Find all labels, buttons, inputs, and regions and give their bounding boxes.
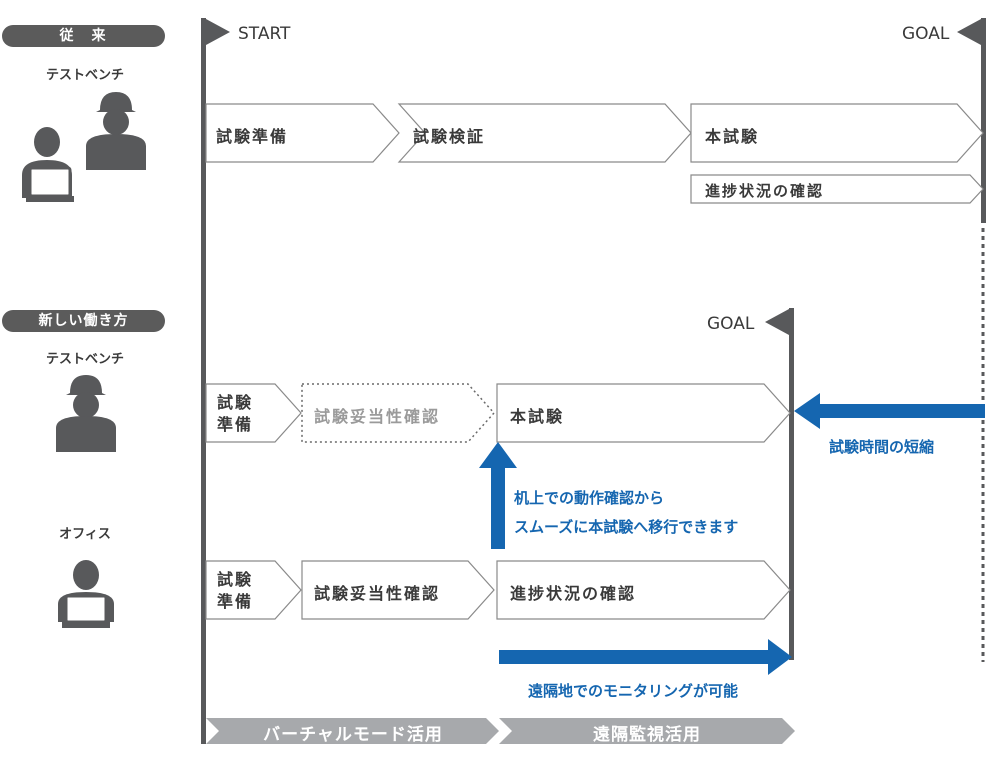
- bottom-remote-shape: [499, 718, 795, 744]
- trad-step-prep: 試験準備: [216, 127, 289, 146]
- goal-new-pole: [789, 308, 794, 660]
- worker-cap-icon: [86, 92, 146, 170]
- trad-step-verify: 試験検証: [413, 127, 486, 146]
- office-prep: 試験 準備: [217, 569, 253, 613]
- trad-progress: 進捗状況の確認: [705, 182, 825, 200]
- testbench-caption-1: テストベンチ: [45, 68, 124, 83]
- office-prep-line2: 準備: [217, 592, 254, 611]
- shorten-arrow: [794, 393, 985, 429]
- start-label: START: [238, 24, 291, 44]
- shorten-annotation: 試験時間の短縮: [829, 438, 935, 456]
- trad-progress-shape: [690, 174, 984, 204]
- goal-top-pole: [981, 18, 986, 223]
- bottom-virtual-label: バーチャルモード活用: [263, 725, 443, 745]
- trad-step-verify-shape: [397, 103, 692, 163]
- desk-annotation: 机上での動作確認から スムーズに本試験へ移行できます: [514, 484, 738, 542]
- desk-up-arrow: [479, 442, 517, 549]
- bench-main: 本試験: [510, 407, 565, 426]
- office-caption: オフィス: [59, 527, 111, 542]
- section-traditional-pill: 従 来: [2, 25, 165, 47]
- bench-validity-shape: [301, 383, 496, 443]
- goal-new-label: GOAL: [707, 314, 755, 334]
- goal-new-flag: [765, 309, 789, 335]
- engineer-laptop-icon: [22, 127, 74, 202]
- bottom-remote-label: 遠隔監視活用: [593, 725, 701, 745]
- goal-top-flag: [957, 19, 981, 45]
- section-new-pill: 新しい働き方: [2, 310, 165, 332]
- office-prep-shape: [205, 560, 302, 620]
- office-progress-shape: [496, 560, 791, 620]
- bench-main-shape: [496, 383, 791, 443]
- remote-arrow: [499, 639, 792, 675]
- testbench-caption-2: テストベンチ: [45, 352, 124, 367]
- start-flag: [206, 19, 230, 45]
- bench-prep-line1: 試験: [217, 393, 254, 412]
- trad-step-prep-shape: [205, 103, 400, 163]
- office-progress: 進捗状況の確認: [510, 584, 637, 603]
- office-validity-shape: [301, 560, 495, 620]
- bench-prep-shape: [205, 383, 302, 443]
- desk-annotation-line2: スムーズに本試験へ移行できます: [514, 518, 739, 536]
- bottom-virtual-shape: [206, 718, 499, 744]
- bench-validity: 試験妥当性確認: [314, 407, 441, 426]
- worker-cap-icon-bench: [56, 375, 116, 452]
- desk-annotation-line1: 机上での動作確認から: [514, 489, 665, 507]
- start-pole: [201, 18, 206, 744]
- office-prep-line1: 試験: [217, 570, 254, 589]
- office-worker-laptop-icon: [58, 560, 114, 628]
- trad-step-main: 本試験: [705, 127, 760, 146]
- remote-annotation: 遠隔地でのモニタリングが可能: [528, 682, 739, 700]
- bench-prep-line2: 準備: [217, 415, 254, 434]
- office-validity: 試験妥当性確認: [314, 584, 441, 603]
- trad-step-main-shape: [690, 103, 984, 163]
- bench-prep: 試験 準備: [217, 392, 253, 436]
- goal-top-label: GOAL: [902, 24, 950, 44]
